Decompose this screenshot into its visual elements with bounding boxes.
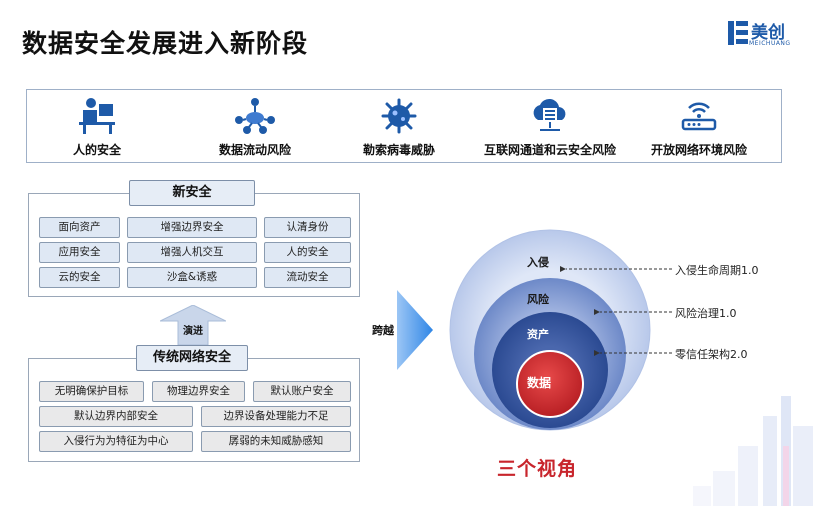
circle-label-risk: 风险 [527, 293, 549, 306]
annotation-zero-trust: 零信任架构2.0 [675, 348, 748, 361]
risk-factors-panel: 人的安全 数据流动风险 勒索病毒威胁 互联 [26, 89, 782, 163]
virus-icon [381, 98, 417, 134]
traditional-security-tag: 默认边界内部安全 [39, 406, 193, 427]
data-flow-network-icon [235, 98, 275, 134]
new-security-tag: 增强边界安全 [127, 217, 257, 238]
risk-item-ransomware: 勒索病毒威胁 [339, 90, 459, 164]
city-skyline-decoration [693, 396, 813, 506]
circle-data [516, 350, 584, 418]
traditional-security-tag: 孱弱的未知威胁感知 [201, 431, 351, 452]
traditional-security-tag: 物理边界安全 [152, 381, 245, 402]
risk-item-people: 人的安全 [47, 90, 147, 164]
new-security-tag: 云的安全 [39, 267, 120, 288]
brand-logo-mark-icon [728, 21, 748, 45]
new-security-tag: 沙盒&诱惑 [127, 267, 257, 288]
traditional-security-tag: 入侵行为为特征为中心 [39, 431, 193, 452]
new-security-tag: 面向资产 [39, 217, 120, 238]
three-perspectives-circles [449, 229, 651, 431]
circle-label-intrusion: 入侵 [527, 256, 549, 269]
risk-item-open-network: 开放网络环境风险 [639, 90, 759, 164]
traditional-security-title: 传统网络安全 [136, 345, 248, 371]
risk-label: 互联网通道和云安全风险 [483, 143, 616, 157]
new-security-tag: 应用安全 [39, 242, 120, 263]
brand-logo-text: 美创 [751, 23, 785, 43]
new-security-title: 新安全 [129, 180, 255, 206]
risk-item-data-flow: 数据流动风险 [195, 90, 315, 164]
brand-logo-subtext: MEICHUANG [749, 40, 791, 47]
new-security-tag: 认清身份 [264, 217, 351, 238]
annotation-risk-governance: 风险治理1.0 [675, 307, 737, 320]
person-at-desk-icon [79, 98, 115, 134]
annotation-arrows [560, 266, 672, 356]
leap-arrow-icon [397, 290, 433, 370]
wifi-router-icon [681, 102, 717, 131]
leap-label: 跨越 [372, 324, 394, 337]
risk-label: 勒索病毒威胁 [362, 143, 435, 157]
traditional-security-tag: 边界设备处理能力不足 [201, 406, 351, 427]
new-security-tag: 人的安全 [264, 242, 351, 263]
circle-label-asset: 资产 [527, 328, 549, 341]
circle-label-data: 数据 [527, 376, 552, 390]
brand-logo: 美创 MEICHUANG [727, 18, 793, 54]
new-security-tag: 增强人机交互 [127, 242, 257, 263]
risk-label: 数据流动风险 [218, 143, 291, 157]
annotation-intrusion-lifecycle: 入侵生命周期1.0 [675, 264, 759, 277]
three-perspectives-caption: 三个视角 [497, 458, 578, 480]
traditional-security-tag: 无明确保护目标 [39, 381, 144, 402]
new-security-tag: 流动安全 [264, 267, 351, 288]
traditional-security-tag: 默认账户安全 [253, 381, 351, 402]
risk-label: 开放网络环境风险 [650, 143, 747, 157]
page-title: 数据安全发展进入新阶段 [22, 29, 309, 58]
evolve-label: 演进 [183, 326, 203, 337]
risk-item-internet-cloud: 互联网通道和云安全风险 [475, 90, 625, 164]
evolve-arrow-icon [160, 305, 226, 345]
risk-label: 人的安全 [72, 143, 121, 157]
cloud-server-icon [533, 98, 566, 131]
